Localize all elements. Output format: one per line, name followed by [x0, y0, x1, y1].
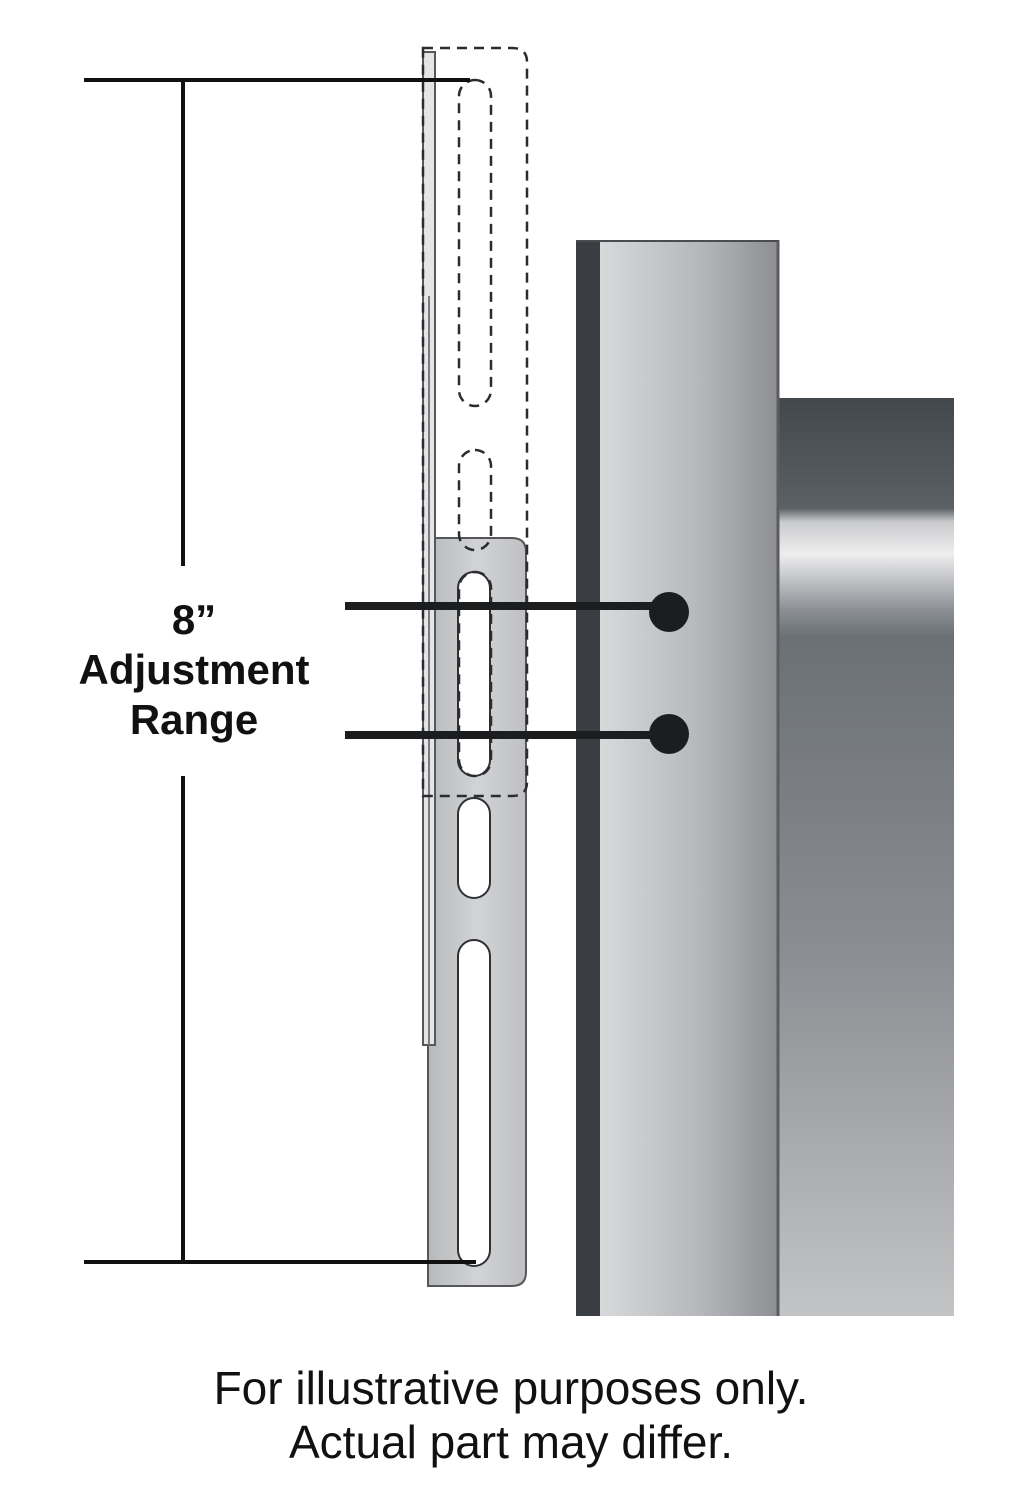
bolt-upper-head [649, 592, 689, 632]
bracket-phantom-outline [421, 46, 529, 798]
vertical-post-edge [576, 240, 600, 1316]
disclaimer-line-1: For illustrative purposes only. [213, 1362, 809, 1414]
horizontal-bar [760, 398, 954, 1316]
bracket-slot-middle [457, 797, 491, 899]
phantom-slot-upper [457, 78, 493, 408]
bracket-slot-lower [457, 939, 491, 1267]
disclaimer-line-2: Actual part may differ. [288, 1416, 734, 1468]
adjustment-value: 8” [172, 596, 216, 643]
bracket-plate [427, 537, 527, 1287]
vertical-post [600, 240, 778, 1316]
adjustment-label-line2: Range [130, 696, 258, 743]
phantom-slot-lower [457, 570, 493, 778]
phantom-slot-middle [457, 448, 493, 552]
bolt-lower-head [649, 714, 689, 754]
adjustment-label-line1: Adjustment [79, 646, 310, 693]
